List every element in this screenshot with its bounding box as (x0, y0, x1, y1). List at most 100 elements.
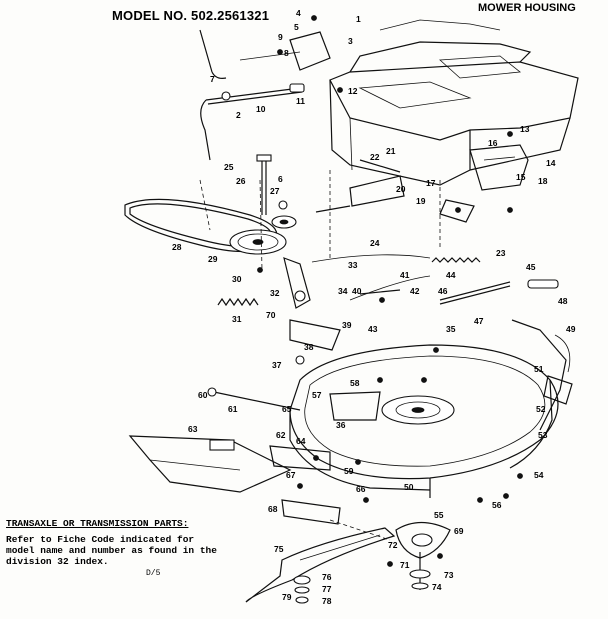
tension-springs (431, 257, 559, 305)
part-callout-75: 75 (274, 544, 284, 554)
chassis-pan (329, 19, 579, 186)
part-callout-18: 18 (538, 176, 548, 186)
discharge-chute (128, 435, 292, 493)
deck-pulley (229, 200, 297, 255)
transaxle-note-line: model name and number as found in the (6, 545, 217, 556)
spring (217, 297, 259, 307)
part-callout-38: 38 (304, 342, 314, 352)
part-callout-27: 27 (270, 186, 280, 196)
part-callout-35: 35 (446, 324, 456, 334)
part-callout-53: 53 (538, 430, 548, 440)
part-callout-78: 78 (322, 596, 332, 606)
part-callout-49: 49 (566, 324, 576, 334)
part-callout-63: 63 (188, 424, 198, 434)
cable-routing (199, 170, 441, 301)
part-callout-8: 8 (284, 48, 289, 58)
mower-deck (289, 344, 559, 498)
part-callout-46: 46 (438, 286, 448, 296)
part-callout-67: 67 (286, 470, 296, 480)
part-callout-58: 58 (350, 378, 360, 388)
part-callout-5: 5 (294, 22, 299, 32)
part-callout-24: 24 (370, 238, 380, 248)
part-callout-70: 70 (266, 310, 276, 320)
part-callout-28: 28 (172, 242, 182, 252)
part-callout-76: 76 (322, 572, 332, 582)
part-callout-39: 39 (342, 320, 352, 330)
part-callout-4: 4 (296, 8, 301, 18)
part-callout-19: 19 (416, 196, 426, 206)
idler-arm (283, 257, 341, 365)
lift-bracket (469, 144, 529, 191)
part-callout-55: 55 (434, 510, 444, 520)
part-callout-2: 2 (236, 110, 241, 120)
part-callout-43: 43 (368, 324, 378, 334)
part-callout-44: 44 (446, 270, 456, 280)
part-callout-13: 13 (520, 124, 530, 134)
part-callout-77: 77 (322, 584, 332, 594)
part-callout-29: 29 (208, 254, 218, 264)
part-callout-6: 6 (278, 174, 283, 184)
part-callout-68: 68 (268, 504, 278, 514)
part-callout-36: 36 (336, 420, 346, 430)
part-callout-1: 1 (356, 14, 361, 24)
part-callout-79: 79 (282, 592, 292, 602)
part-callout-37: 37 (272, 360, 282, 370)
part-callout-42: 42 (410, 286, 420, 296)
part-callout-15: 15 (516, 172, 526, 182)
rear-bracket (281, 499, 391, 541)
part-callout-66: 66 (356, 484, 366, 494)
part-callout-54: 54 (534, 470, 544, 480)
part-callout-21: 21 (386, 146, 396, 156)
part-callout-45: 45 (526, 262, 536, 272)
part-callout-64: 64 (296, 436, 306, 446)
part-callout-60: 60 (198, 390, 208, 400)
part-callout-74: 74 (432, 582, 442, 592)
model-number: MODEL NO. 502.2561321 (112, 8, 270, 23)
part-callout-73: 73 (444, 570, 454, 580)
part-callout-71: 71 (400, 560, 410, 570)
part-callout-61: 61 (228, 404, 238, 414)
cutting-blade (245, 527, 396, 603)
part-callout-52: 52 (536, 404, 546, 414)
section-title: MOWER HOUSING (478, 2, 576, 14)
part-callout-20: 20 (396, 184, 406, 194)
part-callout-59: 59 (344, 466, 354, 476)
part-callout-23: 23 (496, 248, 506, 258)
part-callout-11: 11 (296, 96, 305, 106)
part-callout-41: 41 (400, 270, 410, 280)
part-callout-14: 14 (546, 158, 556, 168)
part-callout-72: 72 (388, 540, 398, 550)
blade-hardware (293, 575, 311, 604)
part-callout-33: 33 (348, 260, 358, 270)
lift-linkage (199, 29, 331, 161)
part-callout-7: 7 (210, 74, 215, 84)
part-callout-50: 50 (404, 482, 414, 492)
part-callout-31: 31 (232, 314, 242, 324)
part-callout-62: 62 (276, 430, 286, 440)
deck-rod (207, 387, 301, 411)
part-callout-48: 48 (558, 296, 568, 306)
deck-hanger-right (511, 319, 573, 431)
part-callout-34: 34 (338, 286, 348, 296)
hardware (257, 15, 523, 567)
part-callout-69: 69 (454, 526, 464, 536)
fiche-code: D/5 (146, 569, 161, 578)
transaxle-note-line: Refer to Fiche Code indicated for (6, 534, 195, 545)
part-callout-25: 25 (224, 162, 234, 172)
transaxle-note-line: division 32 index. (6, 556, 109, 567)
part-callout-47: 47 (474, 316, 484, 326)
part-callout-32: 32 (270, 288, 280, 298)
bolt-25 (256, 154, 272, 215)
part-callout-30: 30 (232, 274, 242, 284)
part-callout-65: 65 (282, 404, 292, 414)
part-callout-26: 26 (236, 176, 246, 186)
part-callout-22: 22 (370, 152, 380, 162)
part-callout-40: 40 (352, 286, 362, 296)
part-callout-9: 9 (278, 32, 283, 42)
part-callout-3: 3 (348, 36, 353, 46)
spindle-housing (395, 521, 451, 590)
part-callout-10: 10 (256, 104, 266, 114)
